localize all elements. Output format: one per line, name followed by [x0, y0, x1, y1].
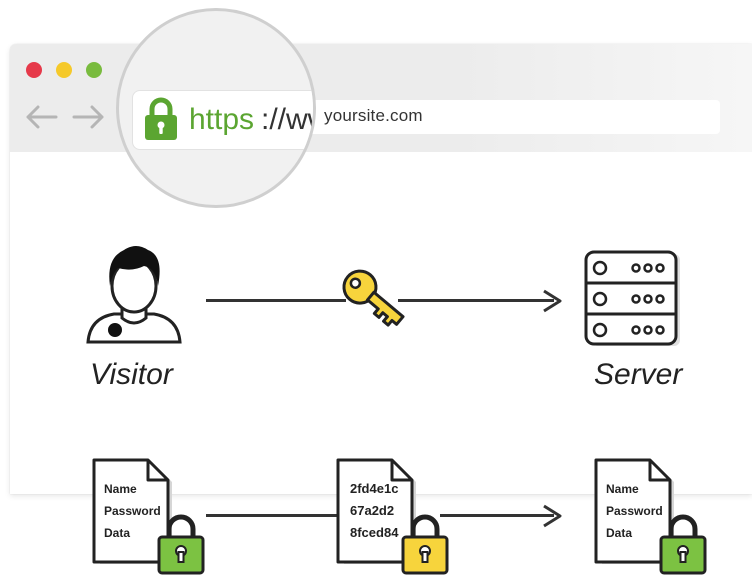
- user-icon: [86, 246, 182, 344]
- forward-arrow-icon[interactable]: [72, 104, 106, 130]
- url-separator-text: ://ww: [261, 103, 313, 136]
- key-icon: [342, 269, 405, 327]
- plain-document-text: Name Password Data: [104, 478, 161, 544]
- received-document-text: Name Password Data: [606, 478, 663, 544]
- url-scheme-text: https: [189, 103, 255, 136]
- server-label: Server: [594, 358, 683, 391]
- close-window-button[interactable]: [26, 62, 42, 78]
- url-magnifier: https ://ww: [116, 8, 316, 208]
- transfer-line-right: [440, 514, 554, 517]
- padlock-icon: [401, 514, 449, 575]
- document-line: 67a2d2: [350, 503, 395, 518]
- connection-line-left: [206, 299, 346, 302]
- document-line: Data: [104, 526, 131, 540]
- server-icon: [584, 250, 680, 346]
- document-line: 2fd4e1c: [350, 481, 399, 496]
- document-line: Password: [104, 504, 161, 518]
- minimize-window-button[interactable]: [56, 62, 72, 78]
- transfer-line-left: [206, 514, 340, 517]
- document-icon: [92, 458, 172, 564]
- padlock-icon: [157, 514, 205, 575]
- arrowhead-icon: [543, 504, 562, 528]
- document-line: Data: [606, 526, 633, 540]
- encrypted-document-text: 2fd4e1c 67a2d2 8fced84: [350, 478, 398, 544]
- padlock-icon: [145, 97, 177, 140]
- back-arrow-icon[interactable]: [24, 104, 58, 130]
- document-line: Name: [104, 482, 137, 496]
- url-domain-text: yoursite.com: [324, 106, 423, 125]
- document-line: 8fced84: [350, 525, 399, 540]
- maximize-window-button[interactable]: [86, 62, 102, 78]
- visitor-label: Visitor: [90, 358, 173, 391]
- connection-line-right: [398, 299, 554, 302]
- document-line: Name: [606, 482, 639, 496]
- document-icon: [594, 458, 674, 564]
- arrowhead-icon: [543, 289, 562, 313]
- document-line: Password: [606, 504, 663, 518]
- document-icon: [336, 458, 416, 564]
- padlock-icon: [659, 514, 707, 575]
